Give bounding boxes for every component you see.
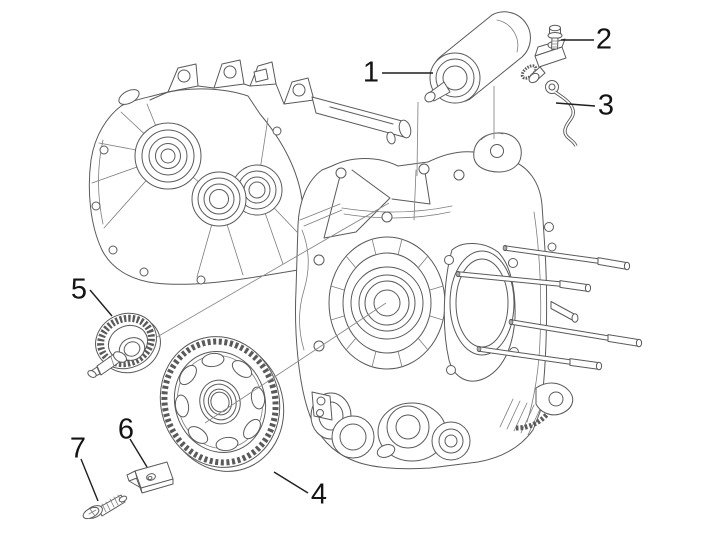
ground-cable-drawing xyxy=(545,80,578,147)
callout-3: 3 xyxy=(597,89,615,122)
retainer-plate-drawing xyxy=(126,461,174,494)
callout-5: 5 xyxy=(70,273,88,306)
idler-gear-drawing xyxy=(87,312,161,378)
leader-lines xyxy=(80,39,596,502)
callout-1: 1 xyxy=(362,56,380,89)
callout-7: 7 xyxy=(69,432,87,465)
crankcase-drawing xyxy=(295,132,574,470)
driven-gear-drawing xyxy=(159,336,285,472)
terminal-bolt-drawing xyxy=(547,24,563,50)
callout-6: 6 xyxy=(117,413,135,446)
cylinder-studs-drawing xyxy=(455,244,643,371)
callout-4: 4 xyxy=(310,478,328,511)
projection-lines xyxy=(156,86,495,424)
gearbox-cover-drawing xyxy=(88,59,412,285)
screw-drawing xyxy=(82,494,128,520)
callout-2: 2 xyxy=(595,23,613,56)
starter-motor-drawing xyxy=(424,11,567,104)
